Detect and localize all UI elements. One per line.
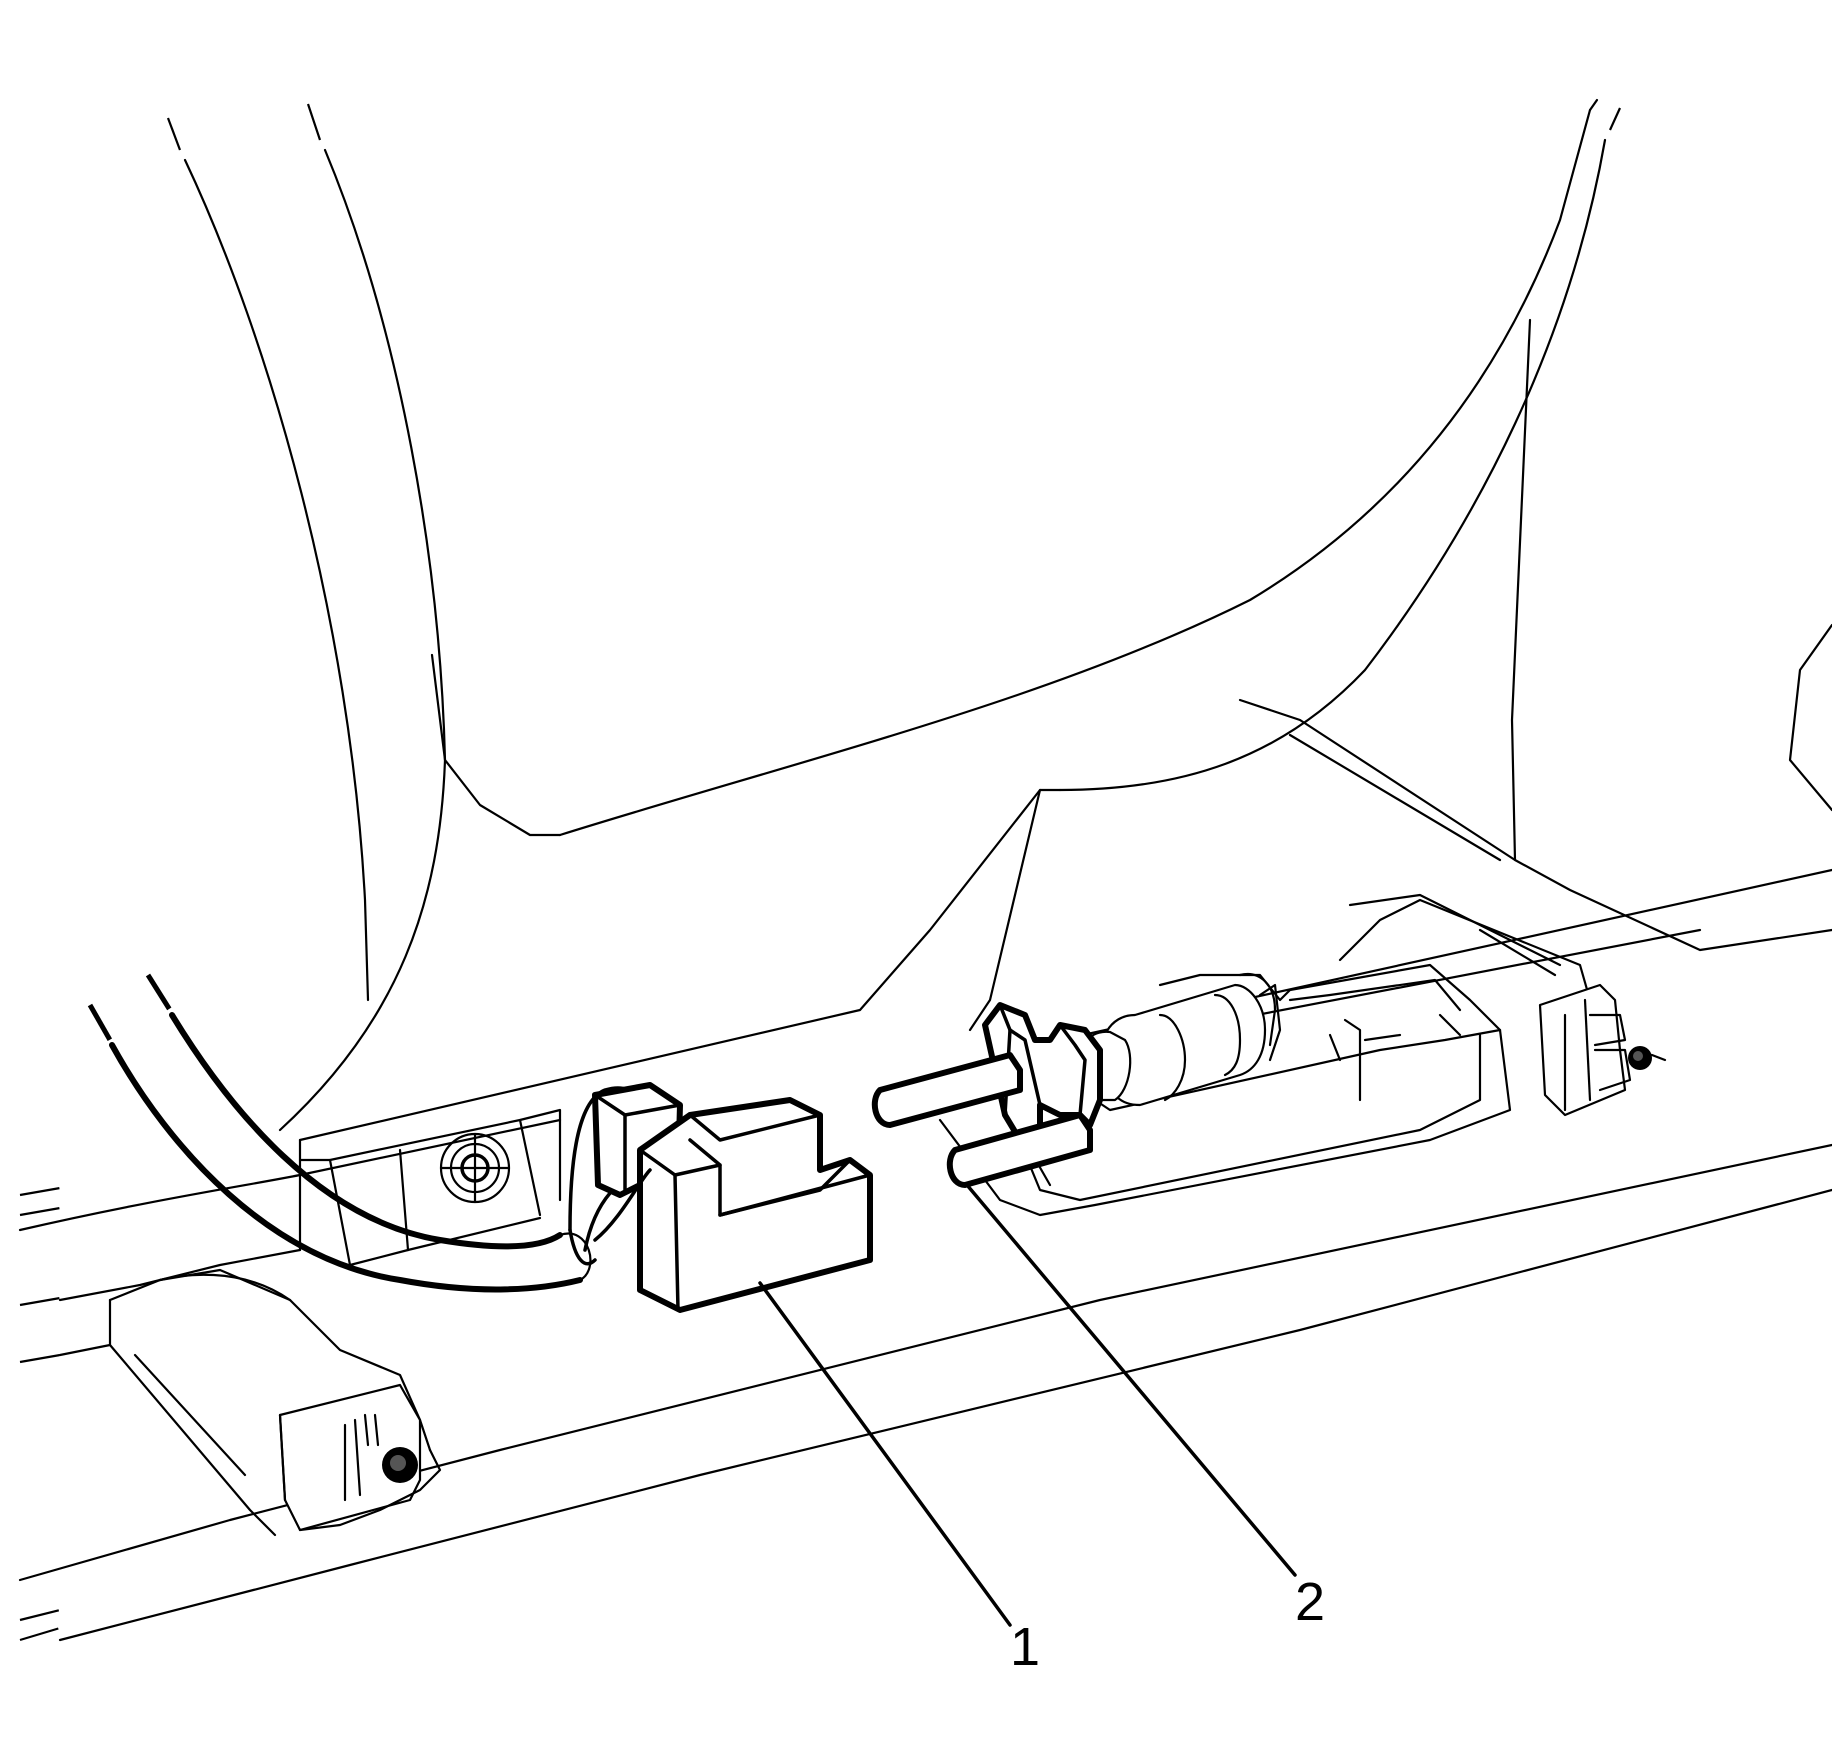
right-side-sensor	[1338, 893, 1667, 1117]
rocker-sill	[18, 868, 1832, 1642]
body-panel	[166, 98, 1832, 1142]
component-1-bracket	[568, 1082, 1012, 1627]
callout-label-1: 1	[1010, 1617, 1040, 1677]
callout-label-2: 2	[1295, 1572, 1325, 1632]
sill-recess	[298, 1108, 562, 1267]
callout-2: 2	[1295, 1572, 1325, 1632]
wiring-harness	[87, 973, 592, 1293]
left-side-sensor	[108, 1268, 442, 1537]
bolt-icon	[439, 1132, 511, 1204]
callout-1: 1	[1010, 1617, 1040, 1677]
component-2-sensor	[871, 963, 1512, 1577]
